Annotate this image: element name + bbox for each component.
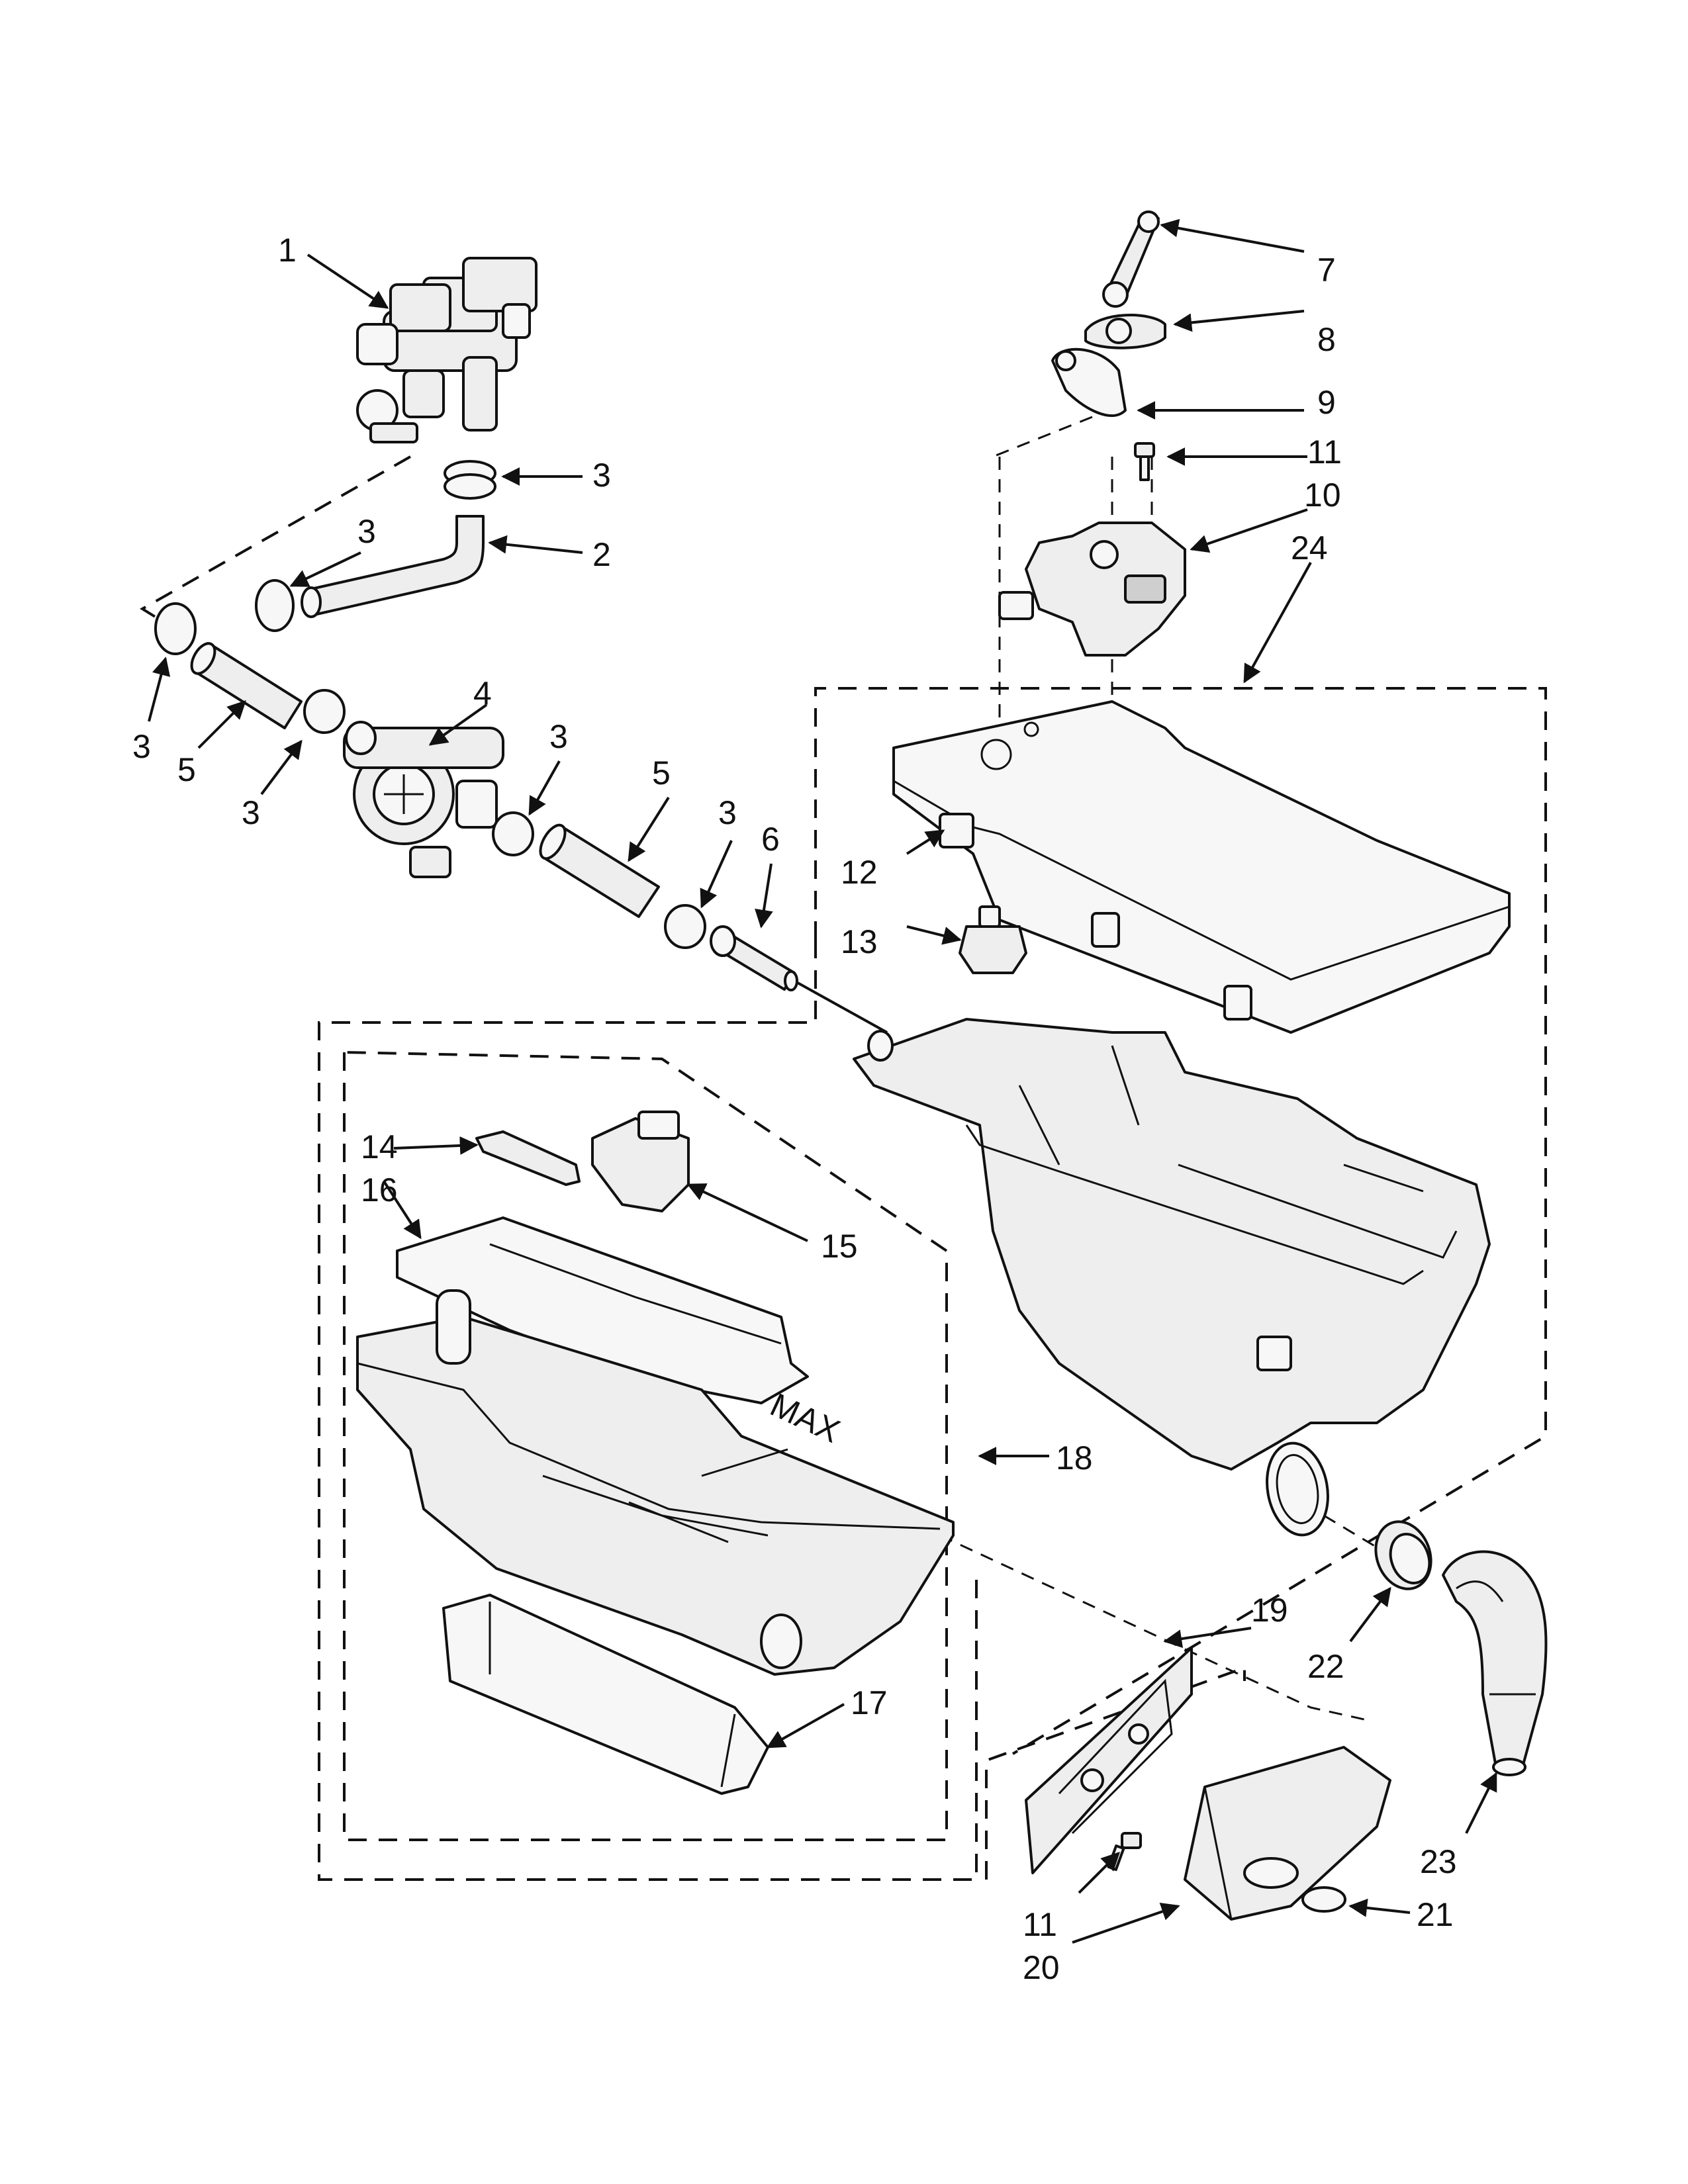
hose-and-clamps <box>154 460 888 1034</box>
callout-9: 9 <box>1317 384 1336 421</box>
callout-5: 5 <box>652 754 671 792</box>
outline-drawer-assembly <box>318 940 978 1881</box>
callout-3: 3 <box>718 794 737 831</box>
callout-24: 24 <box>1291 529 1328 567</box>
callout-20: 20 <box>1023 1949 1060 1986</box>
callout-14: 14 <box>361 1128 398 1165</box>
callout-3: 3 <box>592 457 611 494</box>
coupling-and-boot <box>1374 1520 1548 1776</box>
callout-3: 3 <box>549 718 568 755</box>
callout-17: 17 <box>851 1684 888 1721</box>
callout-15: 15 <box>821 1228 858 1265</box>
callout-13: 13 <box>841 923 878 960</box>
callout-21: 21 <box>1417 1896 1454 1933</box>
outline-front-panel <box>985 1666 1246 1880</box>
callout-3: 3 <box>357 513 376 550</box>
water-valve <box>356 257 538 443</box>
drawer-max-text: MAX <box>765 1386 845 1450</box>
callout-3: 3 <box>132 728 151 765</box>
callout-22: 22 <box>1307 1648 1344 1685</box>
dashed-link-boot <box>1323 1514 1391 1557</box>
callout-5: 5 <box>177 751 196 788</box>
callout-12: 12 <box>841 854 878 891</box>
callout-10: 10 <box>1304 477 1341 514</box>
leader-lines <box>148 218 1497 1944</box>
callout-7: 7 <box>1317 251 1336 289</box>
callout-6: 6 <box>761 821 780 858</box>
callout-4: 4 <box>473 675 492 712</box>
motor-linkage <box>998 210 1186 657</box>
callout-3: 3 <box>242 794 260 831</box>
callout-8: 8 <box>1317 321 1336 358</box>
callout-1: 1 <box>278 232 297 269</box>
dashed-link-front <box>939 1534 1371 1722</box>
callout-2: 2 <box>592 536 611 573</box>
callout-23: 23 <box>1420 1843 1457 1880</box>
callout-labels: 1 2 3 3 3 3 3 3 4 5 5 6 7 8 9 10 11 11 1… <box>132 232 1457 1986</box>
callout-18: 18 <box>1056 1439 1093 1477</box>
dispenser-housing <box>853 700 1511 1537</box>
callout-11: 11 <box>1023 1906 1057 1943</box>
dashed-link-bracket <box>992 416 1093 458</box>
callout-19: 19 <box>1251 1592 1288 1629</box>
callout-11: 11 <box>1307 433 1342 471</box>
callout-16: 16 <box>361 1171 398 1208</box>
front-panel <box>1025 1647 1391 1921</box>
